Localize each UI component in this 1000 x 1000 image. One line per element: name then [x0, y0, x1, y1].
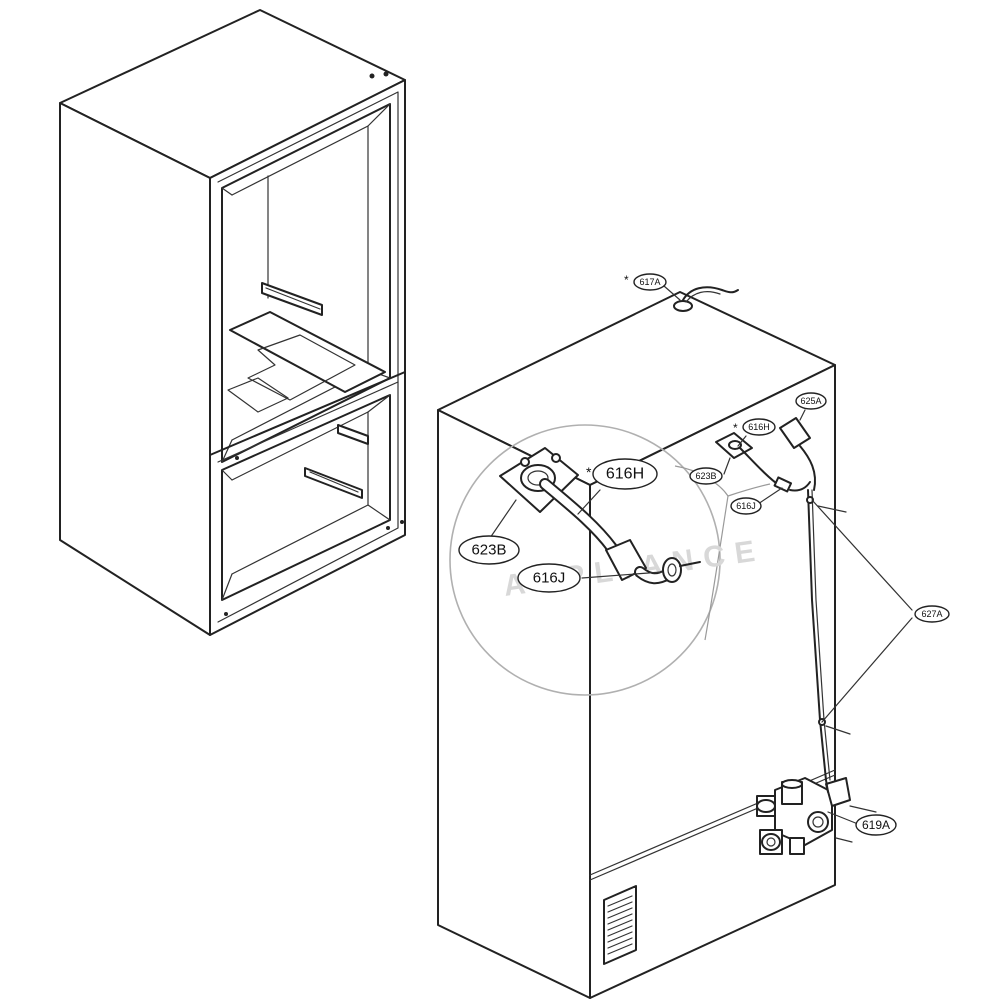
callout-623B-large: 623B: [458, 535, 520, 565]
label-616J-large: 616J: [533, 570, 566, 587]
label-616H-small: 616H: [748, 422, 770, 432]
label-627A: 627A: [921, 609, 942, 619]
drawer-slide-upper: [337, 424, 369, 445]
clamp-627A-upper: [806, 496, 814, 504]
callout-627A: 627A: [914, 605, 950, 623]
top-grommet-617A: [673, 286, 739, 312]
label-623B-large: 623B: [471, 542, 506, 559]
star-617A: *: [624, 273, 629, 287]
shelf-rail: [261, 282, 323, 316]
label-616J-small: 616J: [736, 501, 756, 511]
callout-616H-small: * 616H: [733, 418, 776, 436]
rear-vent-grille: [603, 885, 637, 965]
callout-616J-small: 616J: [730, 497, 762, 515]
tube-616H-large: [541, 480, 616, 552]
callout-625A: 625A: [795, 392, 827, 410]
label-619A: 619A: [862, 818, 890, 832]
connector-625A: [779, 417, 816, 491]
label-625A: 625A: [800, 396, 821, 406]
callout-617A: * 617A: [624, 273, 667, 291]
water-valve-619A: [756, 777, 877, 855]
cabinet-front-view: [59, 9, 406, 636]
cabinet-side-face: [59, 102, 211, 636]
water-line: [807, 489, 827, 781]
label-616H-large: 616H: [606, 466, 644, 483]
label-623B-small: 623B: [695, 471, 716, 481]
callout-623B-small: 623B: [689, 467, 723, 485]
star-616H-large: *: [586, 464, 592, 480]
callout-616H-large: * 616H: [586, 458, 658, 490]
label-617A: 617A: [639, 277, 660, 287]
callout-619A: 619A: [855, 814, 897, 836]
compartment-floor: [229, 311, 386, 393]
callout-616J-large: 616J: [517, 563, 581, 593]
magnifier-circle: [449, 424, 721, 696]
star-616H-small: *: [733, 421, 738, 435]
leader-lines: [489, 285, 913, 825]
